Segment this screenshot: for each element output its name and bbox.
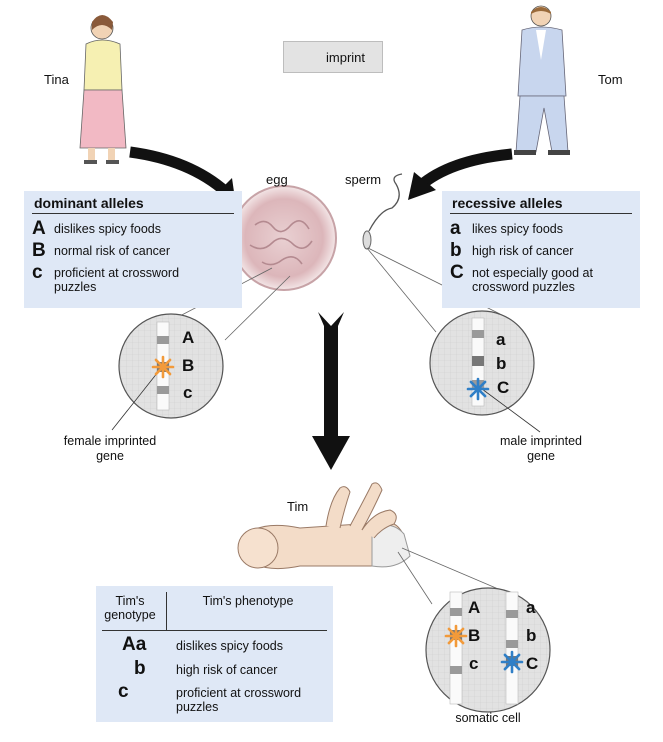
recessive-panel-title: recessive alleles bbox=[452, 195, 563, 211]
somatic-maternal-letter: B bbox=[468, 626, 481, 645]
allele-letter: B bbox=[32, 240, 46, 261]
phenotype-header: Tim's phenotype bbox=[202, 594, 294, 608]
sperm-label: sperm bbox=[345, 172, 382, 187]
allele-trait: likes spicy foods bbox=[472, 222, 564, 236]
male-allele-letter: C bbox=[497, 378, 510, 397]
allele-row: C not especially good at crossword puzzl… bbox=[450, 262, 640, 294]
phenotype-cell: dislikes spicy foods bbox=[176, 639, 283, 653]
tom-to-sperm-arrow bbox=[408, 148, 513, 200]
allele-trait: not especially good at crossword puzzles bbox=[472, 266, 593, 294]
tim-label: Tim bbox=[287, 499, 309, 514]
genotype-header: Tim's genotype bbox=[104, 594, 156, 622]
divider bbox=[32, 213, 234, 214]
allele-letter: b bbox=[450, 240, 462, 261]
allele-letter: A bbox=[32, 218, 46, 239]
male-imprint-icon bbox=[466, 377, 490, 401]
male-allele-letter: a bbox=[496, 330, 506, 349]
tim-genotype-phenotype-table: Tim's genotype Tim's phenotype Aa dislik… bbox=[96, 586, 333, 722]
genotype-value: Aa bbox=[122, 634, 147, 655]
male-imprinted-gene-caption: male imprinted gene bbox=[500, 434, 582, 463]
genotype-cell: b bbox=[134, 658, 146, 680]
tom-label: Tom bbox=[598, 72, 623, 87]
female-allele-letter: c bbox=[183, 383, 193, 402]
tina-label: Tina bbox=[44, 72, 69, 87]
phenotype-cell: proficient at crossword puzzles bbox=[176, 686, 302, 714]
allele-trait: dislikes spicy foods bbox=[54, 222, 161, 236]
allele-row: b high risk of cancer bbox=[450, 240, 640, 261]
egg-cell bbox=[231, 185, 337, 291]
allele-row: A dislikes spicy foods bbox=[32, 218, 242, 239]
female-allele-letter: A bbox=[182, 328, 195, 347]
female-allele-letter: B bbox=[182, 356, 195, 375]
allele-trait: normal risk of cancer bbox=[54, 244, 171, 258]
fertilization-arrow bbox=[312, 312, 350, 470]
recessive-alleles-panel: recessive alleles a likes spicy foods b … bbox=[442, 191, 640, 308]
tom-figure bbox=[514, 5, 570, 155]
allele-letter: c bbox=[32, 262, 43, 283]
sperm-cell bbox=[362, 173, 403, 250]
somatic-cell-caption: somatic cell bbox=[455, 711, 521, 725]
allele-row: c proficient at crossword puzzles bbox=[32, 262, 242, 294]
legend-label: imprint bbox=[326, 49, 366, 65]
somatic-cell-circle bbox=[425, 587, 551, 713]
header-rule bbox=[102, 630, 327, 631]
genotype-value: c bbox=[118, 681, 129, 702]
divider bbox=[450, 213, 632, 214]
allele-trait: high risk of cancer bbox=[472, 244, 574, 258]
egg-label: egg bbox=[266, 172, 288, 187]
column-divider bbox=[166, 592, 167, 630]
somatic-paternal-letter: a bbox=[526, 598, 536, 617]
somatic-paternal-letter: C bbox=[526, 654, 539, 673]
tina-figure bbox=[79, 15, 127, 164]
allele-row: a likes spicy foods bbox=[450, 218, 640, 239]
somatic-female-imprint-icon bbox=[444, 624, 468, 648]
allele-letter: a bbox=[450, 218, 461, 239]
female-imprinted-gene-caption: female imprinted gene bbox=[63, 434, 157, 463]
female-imprint-icon bbox=[151, 355, 175, 379]
somatic-maternal-letter: A bbox=[468, 598, 481, 617]
allele-row: B normal risk of cancer bbox=[32, 240, 242, 261]
somatic-maternal-letter: c bbox=[469, 654, 479, 673]
dominant-panel-title: dominant alleles bbox=[34, 195, 144, 211]
male-allele-letter: b bbox=[496, 354, 507, 373]
genotype-cell: Aa bbox=[122, 634, 146, 656]
allele-trait: proficient at crossword puzzles bbox=[54, 266, 180, 294]
somatic-paternal-letter: b bbox=[526, 626, 537, 645]
imprint-legend: imprint bbox=[283, 41, 383, 73]
genotype-value: b bbox=[134, 658, 146, 679]
allele-letter: C bbox=[450, 262, 464, 283]
dominant-alleles-panel: dominant alleles A dislikes spicy foods … bbox=[24, 191, 242, 308]
somatic-male-imprint-icon bbox=[500, 650, 524, 674]
phenotype-cell: high risk of cancer bbox=[176, 663, 278, 677]
genotype-cell: c bbox=[118, 681, 129, 703]
tim-baby bbox=[237, 482, 411, 570]
